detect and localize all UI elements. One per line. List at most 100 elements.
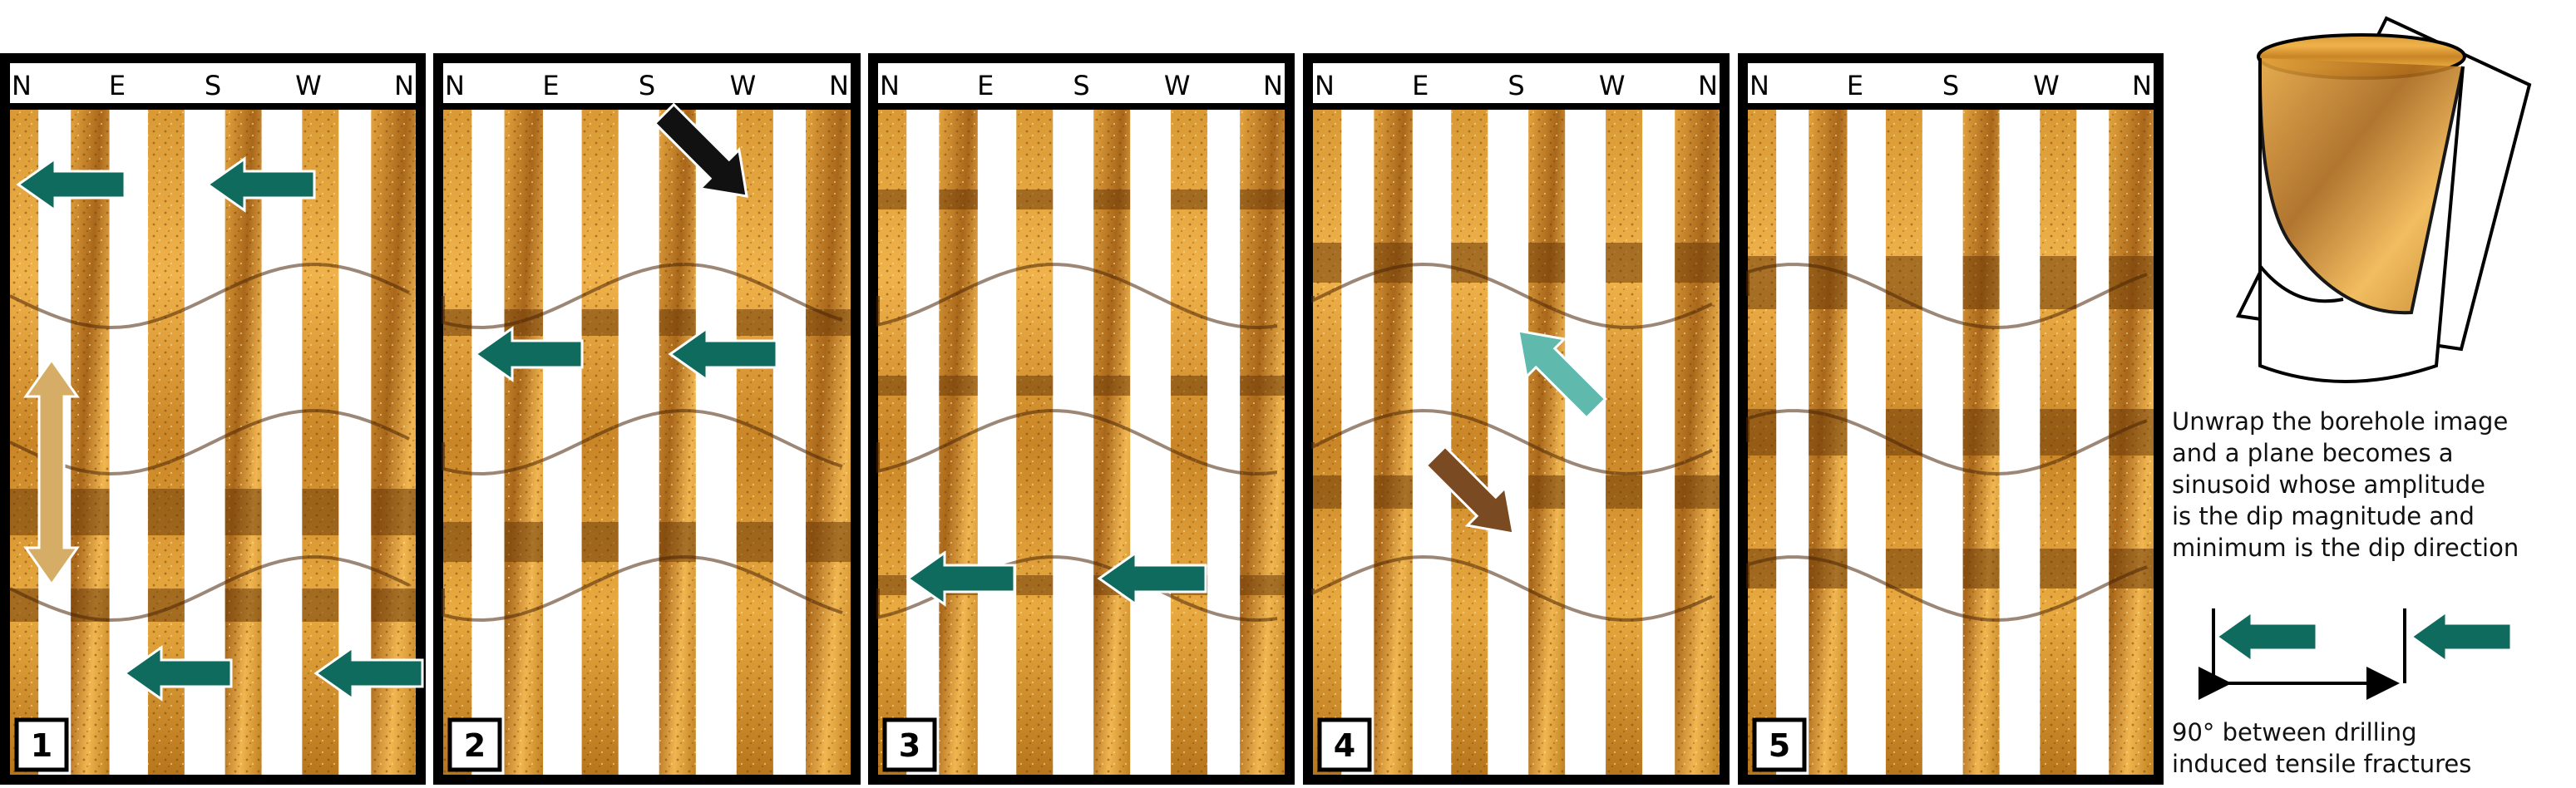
- dark-band: [1606, 243, 1643, 283]
- dark-band: [225, 489, 262, 535]
- unwrap-caption-line: Unwrap the borehole image: [2172, 407, 2509, 436]
- dark-band: [504, 522, 544, 562]
- dark-band: [1240, 575, 1285, 595]
- compass-label: N: [1263, 70, 1283, 101]
- dark-band: [1016, 376, 1054, 396]
- compass-label: W: [1599, 70, 1626, 101]
- panel-number-box: [882, 717, 937, 772]
- fracture-trace: [876, 263, 1278, 330]
- dark-band: [1675, 243, 1720, 283]
- fracture-arrow-black: [653, 102, 748, 198]
- compass-label: S: [205, 70, 221, 101]
- unwrap-caption-line: minimum is the dip direction: [2172, 534, 2519, 562]
- dark-band: [659, 522, 696, 562]
- image-texture: [1606, 110, 1643, 775]
- tensile-fracture-arrow: [906, 550, 1016, 607]
- compass-label: N: [445, 70, 465, 101]
- compass-label: W: [2033, 70, 2060, 101]
- compass-label: N: [1698, 70, 1718, 101]
- image-texture: [1451, 110, 1488, 775]
- tensile-fracture-arrow: [1097, 550, 1207, 607]
- dark-band: [71, 489, 110, 535]
- dark-band: [806, 309, 851, 336]
- tensile-fracture-arrow: [122, 645, 233, 702]
- fracture-trace: [1746, 555, 2148, 623]
- dark-band: [1606, 475, 1643, 509]
- dark-band: [581, 309, 619, 336]
- dark-band: [1809, 409, 1848, 456]
- image-texture: [1528, 110, 1566, 775]
- image-texture: [736, 110, 773, 775]
- image-texture: [1171, 110, 1208, 775]
- image-texture: [1675, 110, 1720, 775]
- fracture-trace: [1311, 409, 1713, 475]
- dark-band: [1171, 376, 1208, 396]
- dark-band: [1962, 256, 2000, 309]
- panel-number: 3: [899, 727, 920, 764]
- tensile-caption-line: induced tensile fractures: [2172, 750, 2472, 778]
- double-headed-arrow: [23, 357, 80, 587]
- compass-label: E: [1412, 70, 1429, 101]
- fracture-trace: [442, 409, 843, 475]
- fracture-trace: [876, 409, 1278, 476]
- dark-band: [736, 309, 773, 336]
- dark-band: [1313, 243, 1342, 283]
- dark-band: [1171, 190, 1208, 209]
- compass-label: W: [1164, 70, 1191, 101]
- dark-band: [10, 589, 39, 622]
- dark-band: [1809, 549, 1848, 589]
- tensile-fracture-arrow: [2214, 609, 2318, 664]
- compass-label: N: [1315, 70, 1335, 101]
- tensile-caption: 90° between drilling induced tensile fra…: [2172, 717, 2471, 780]
- compass-label: S: [1508, 70, 1524, 101]
- dark-band: [1748, 549, 1777, 589]
- image-texture: [443, 110, 472, 775]
- dark-band: [1809, 256, 1848, 309]
- dark-band: [2040, 549, 2077, 589]
- dark-band: [878, 376, 907, 396]
- dark-band: [1240, 376, 1285, 396]
- image-texture: [1093, 110, 1131, 775]
- dark-band: [1016, 190, 1054, 209]
- compass-label: W: [295, 70, 322, 101]
- fracture-trace: [442, 263, 843, 329]
- dark-band: [1528, 243, 1566, 283]
- dark-band: [1885, 409, 1922, 456]
- unwrap-caption-line: sinusoid whose amplitude: [2172, 470, 2486, 499]
- fracture-trace: [9, 409, 410, 475]
- dark-band: [2040, 409, 2077, 456]
- tensile-fracture-arrow: [2409, 609, 2513, 664]
- unwrap-caption-line: and a plane becomes a: [2172, 439, 2454, 467]
- dark-band: [2109, 256, 2154, 309]
- compass-label: S: [1942, 70, 1959, 101]
- dark-band: [1962, 409, 2000, 456]
- unwrap-caption: Unwrap the borehole image and a plane be…: [2172, 406, 2519, 564]
- compass-label: S: [639, 70, 655, 101]
- compass-label: N: [12, 70, 32, 101]
- cylinder-edge: [2258, 58, 2344, 303]
- dark-band: [659, 309, 696, 336]
- dark-band: [1374, 243, 1413, 283]
- dark-band: [939, 376, 978, 396]
- dark-band: [878, 575, 907, 595]
- compass-label: E: [1847, 70, 1863, 101]
- dark-band: [1093, 376, 1131, 396]
- fracture-trace: [1311, 263, 1713, 329]
- compass-label: N: [829, 70, 849, 101]
- dark-band: [1313, 475, 1342, 509]
- dark-band: [1885, 549, 1922, 589]
- dark-band: [2040, 256, 2077, 309]
- tensile-caption-line: 90° between drilling: [2172, 718, 2417, 746]
- image-texture: [1313, 110, 1342, 775]
- unwrap-caption-line: is the dip magnitude and: [2172, 502, 2475, 530]
- dark-band: [581, 522, 619, 562]
- cylinder-image-wall: [2258, 57, 2465, 315]
- tensile-fracture-arrow: [668, 326, 778, 382]
- dark-band: [302, 489, 339, 535]
- panel-number-box: [14, 717, 69, 772]
- dark-band: [371, 489, 416, 535]
- dark-band: [147, 489, 185, 535]
